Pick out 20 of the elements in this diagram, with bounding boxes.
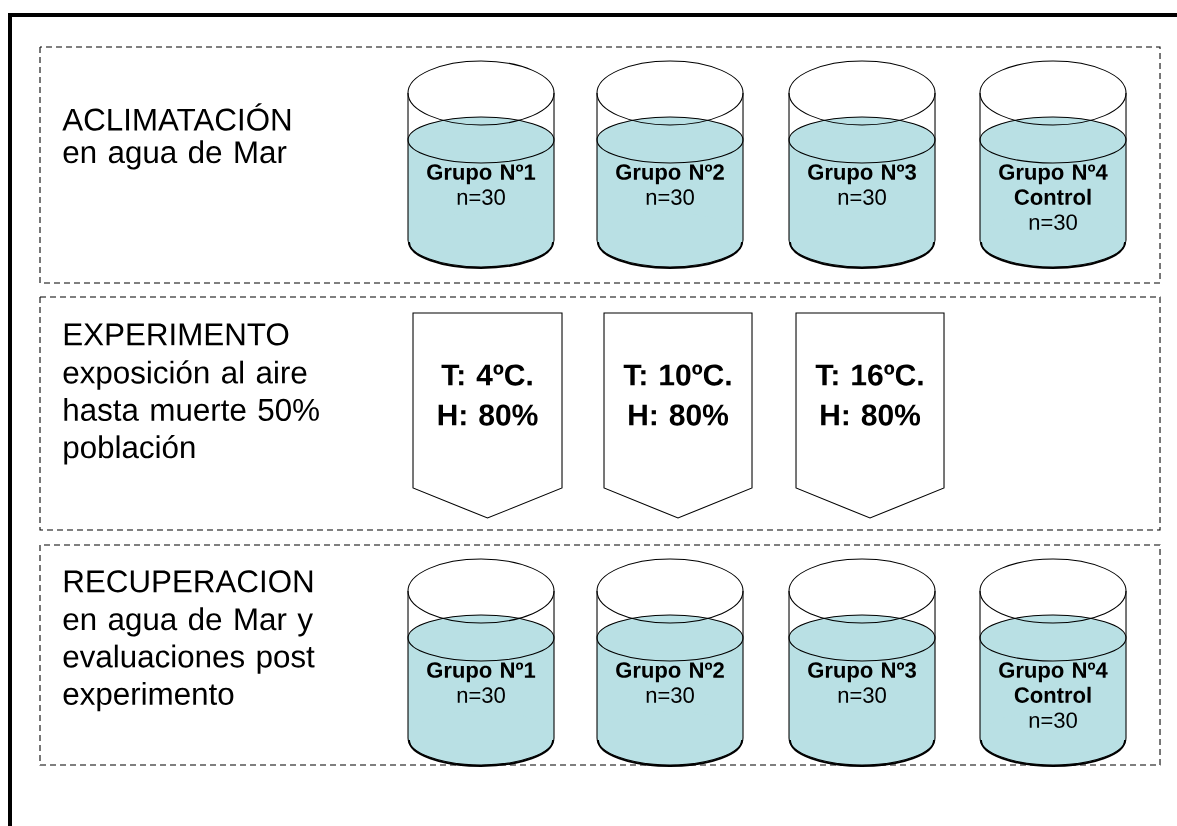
pentagon-label-box: T: 16ºC. H: 80%	[795, 312, 945, 519]
pentagon-label-box: T: 10ºC. H: 80%	[603, 312, 753, 519]
band-heading: EXPERIMENTO	[64, 323, 289, 346]
dashed-band	[39, 544, 1161, 766]
band-description: en agua de Mar	[63, 140, 287, 170]
water-tank: Grupo Nº1 n=30	[407, 558, 555, 767]
water-tank: Grupo Nº2 n=30	[596, 60, 744, 269]
band-heading: ACLIMATACIÓN	[62, 103, 291, 131]
dashed-band	[39, 46, 1161, 284]
water-tank: Grupo Nº4 Control n=30	[979, 558, 1127, 767]
water-tank: Grupo Nº3 n=30	[788, 558, 936, 767]
water-tank: Grupo Nº2 n=30	[596, 558, 744, 767]
water-tank: Grupo Nº3 n=30	[788, 60, 936, 269]
band-description: en agua de Mar y evaluaciones post experimento	[63, 607, 315, 712]
dashed-band	[39, 296, 1161, 531]
water-tank: Grupo Nº4 Control n=30	[979, 60, 1127, 269]
pentagon-label-box: T: 4ºC. H: 80%	[412, 312, 563, 519]
band-description: exposición al aire hasta muerte 50% población	[63, 360, 319, 465]
band-heading: RECUPERACION	[64, 570, 313, 593]
water-tank: Grupo Nº1 n=30	[407, 60, 555, 269]
